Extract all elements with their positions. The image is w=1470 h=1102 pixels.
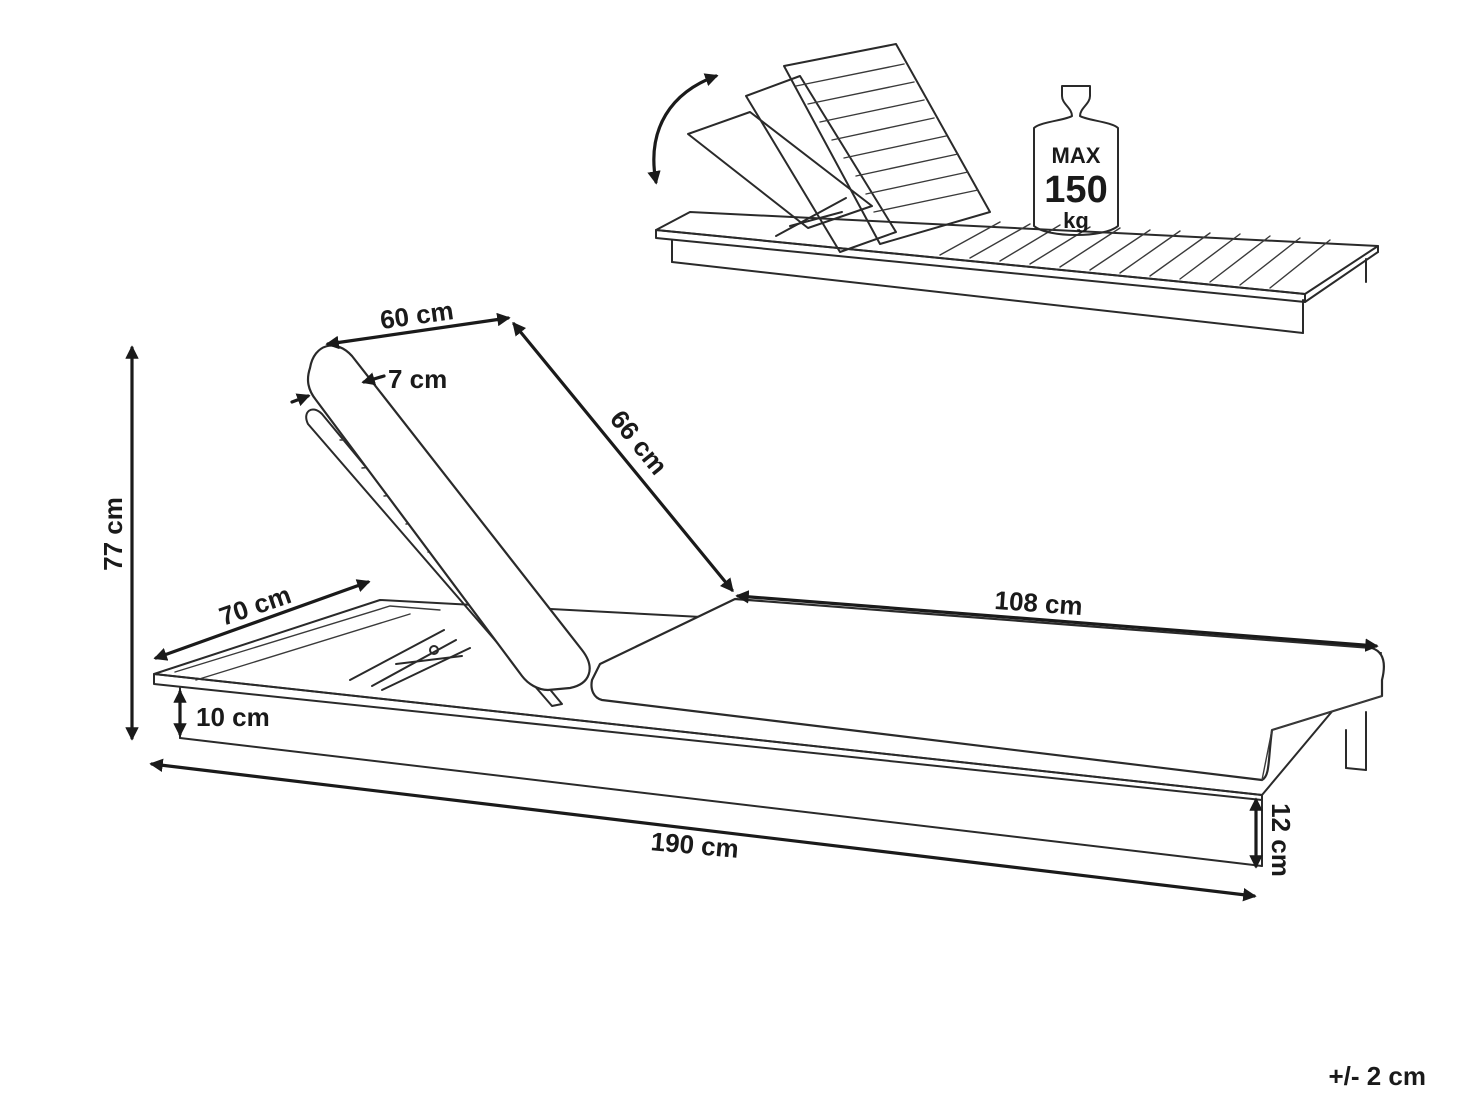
seat-cushion <box>590 597 1385 782</box>
backrest-length-label: 66 cm <box>604 404 674 480</box>
frame-height-label: 10 cm <box>196 702 270 732</box>
backrest-width-arrow <box>325 312 511 350</box>
tolerance-note: +/- 2 cm <box>1328 1061 1426 1091</box>
backrest-width-label: 60 cm <box>378 295 455 335</box>
max-label: MAX <box>1052 143 1101 168</box>
seat-slats <box>939 221 1331 289</box>
cushion-thickness-label: 7 cm <box>388 364 447 394</box>
reclining-lounger-illustration: MAX 150 kg <box>647 43 1379 334</box>
backrest-cushion <box>306 344 591 692</box>
total-length-label: 190 cm <box>650 826 740 864</box>
width-arrow <box>153 579 371 661</box>
backrest-support <box>349 629 471 691</box>
leg-height-label: 12 cm <box>1266 803 1296 877</box>
recline-arrow-icon <box>647 73 719 185</box>
cushion-thickness-arrow-right <box>361 372 386 386</box>
max-unit: kg <box>1063 208 1089 233</box>
dimension-labels: 60 cm 7 cm 66 cm 77 cm 70 cm 108 cm 10 c… <box>98 295 1296 877</box>
backrest-length-arrow <box>512 321 734 593</box>
seat-cushion-length-label: 108 cm <box>994 585 1084 621</box>
total-length-arrow <box>149 758 1257 902</box>
max-value: 150 <box>1044 169 1107 211</box>
max-weight-icon: MAX 150 kg <box>1033 85 1119 236</box>
backrest-slats <box>783 43 991 245</box>
seat-cushion-length-arrow <box>735 590 1379 652</box>
cushion-thickness-arrow-left <box>290 393 311 407</box>
dimension-lines <box>125 312 1379 902</box>
total-height-label: 77 cm <box>98 497 128 571</box>
